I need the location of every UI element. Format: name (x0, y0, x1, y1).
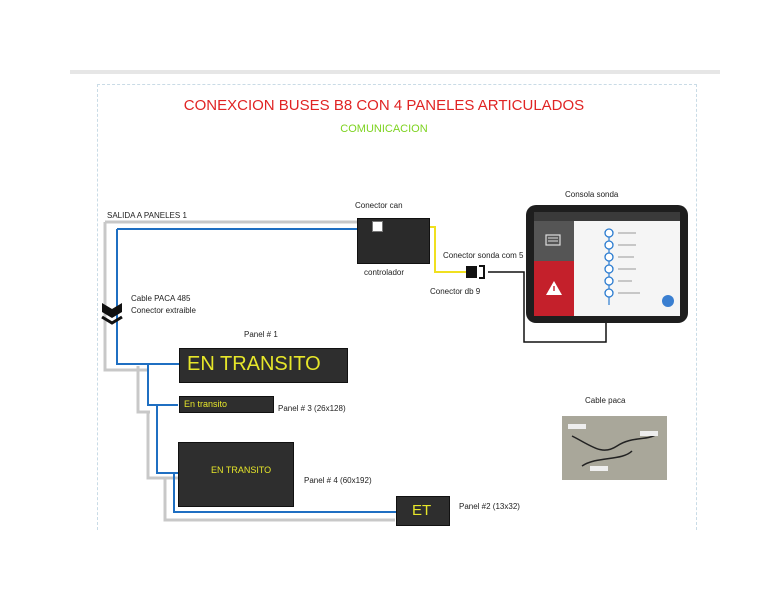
cable-paca-485-label: Cable PACA 485 (131, 294, 191, 303)
panel-2-text: ET (412, 502, 432, 519)
db9-connector-shape (466, 266, 477, 278)
progress-steps (604, 228, 674, 307)
extraible-connector-shape (102, 303, 122, 318)
conector-can-label: Conector can (355, 201, 403, 210)
panel-3: En transito (179, 396, 274, 413)
panel-1: EN TRANSITO (179, 348, 348, 383)
panel-1-text: EN TRANSITO (187, 353, 321, 375)
panel-4: EN TRANSITO (178, 442, 294, 507)
consola-label: Consola sonda (565, 190, 619, 199)
menu-tile (534, 221, 574, 261)
panel-3-text: En transito (184, 399, 228, 409)
cable-photo-illustration (568, 424, 658, 471)
warning-tile (534, 261, 574, 316)
diagram-subtitle: COMUNICACION (340, 123, 428, 135)
can-port (372, 221, 383, 232)
controlador-label: controlador (364, 268, 405, 277)
panel3-label: Panel # 3 (26x128) (278, 404, 346, 413)
salida-label: SALIDA A PANELES 1 (107, 211, 187, 220)
diagram-frame (97, 84, 697, 530)
controlador-box (357, 218, 430, 264)
panel2-label: Panel #2 (13x32) (459, 502, 520, 511)
diagram-title: CONEXCION BUSES B8 CON 4 PANELES ARTICUL… (183, 97, 585, 114)
panel-4-text: EN TRANSITO (211, 465, 272, 475)
panel-2: ET (396, 496, 450, 526)
menu-icon (545, 234, 561, 246)
conector-sonda-label: Conector sonda com 5 (443, 251, 524, 260)
conector-extraible-label: Conector extraible (131, 306, 196, 315)
warning-icon (546, 281, 562, 295)
conector-db9-label: Conector db 9 (430, 287, 481, 296)
panel1-label: Panel # 1 (244, 330, 278, 339)
panel4-label: Panel # 4 (60x192) (304, 476, 372, 485)
status-bar (534, 212, 680, 221)
top-divider (70, 70, 720, 74)
cable-paca-label: Cable paca (585, 396, 626, 405)
cable-paca-photo (562, 416, 667, 480)
consola-screen (534, 212, 680, 316)
